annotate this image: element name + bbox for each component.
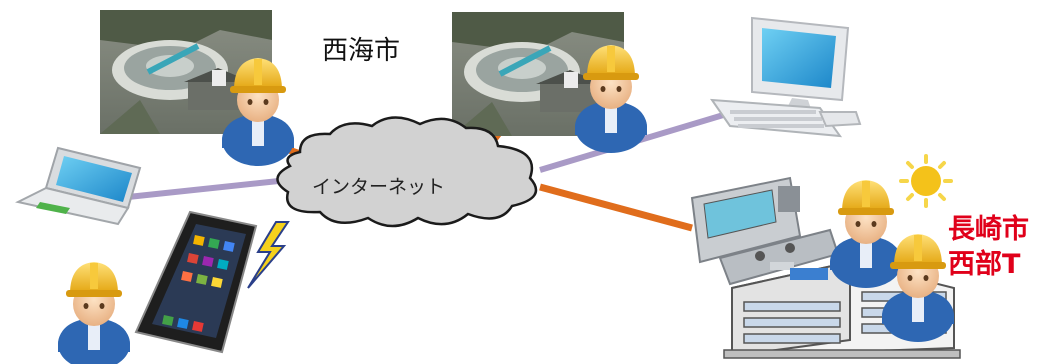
link-laptop: [127, 177, 289, 200]
worker-icon-4: [830, 180, 902, 288]
sun-icon: [899, 154, 953, 208]
desktop-computer-icon: [709, 16, 862, 138]
laptop-icon: [15, 146, 142, 226]
control-center-label-line2: 西部T: [948, 249, 1021, 280]
control-center-label-line1: 長崎市: [948, 214, 1029, 245]
city-label: 西海市: [322, 36, 401, 66]
lightning-icon: [247, 221, 290, 289]
link-control-center: [539, 183, 693, 232]
cloud-icon: [276, 116, 538, 228]
internet-label: インターネット: [312, 176, 446, 198]
worker-icon-3: [58, 262, 130, 364]
control-center-label: 長崎市西部T: [948, 212, 1029, 282]
control-console-icon: [690, 176, 840, 286]
smartphone-icon: [134, 210, 258, 354]
